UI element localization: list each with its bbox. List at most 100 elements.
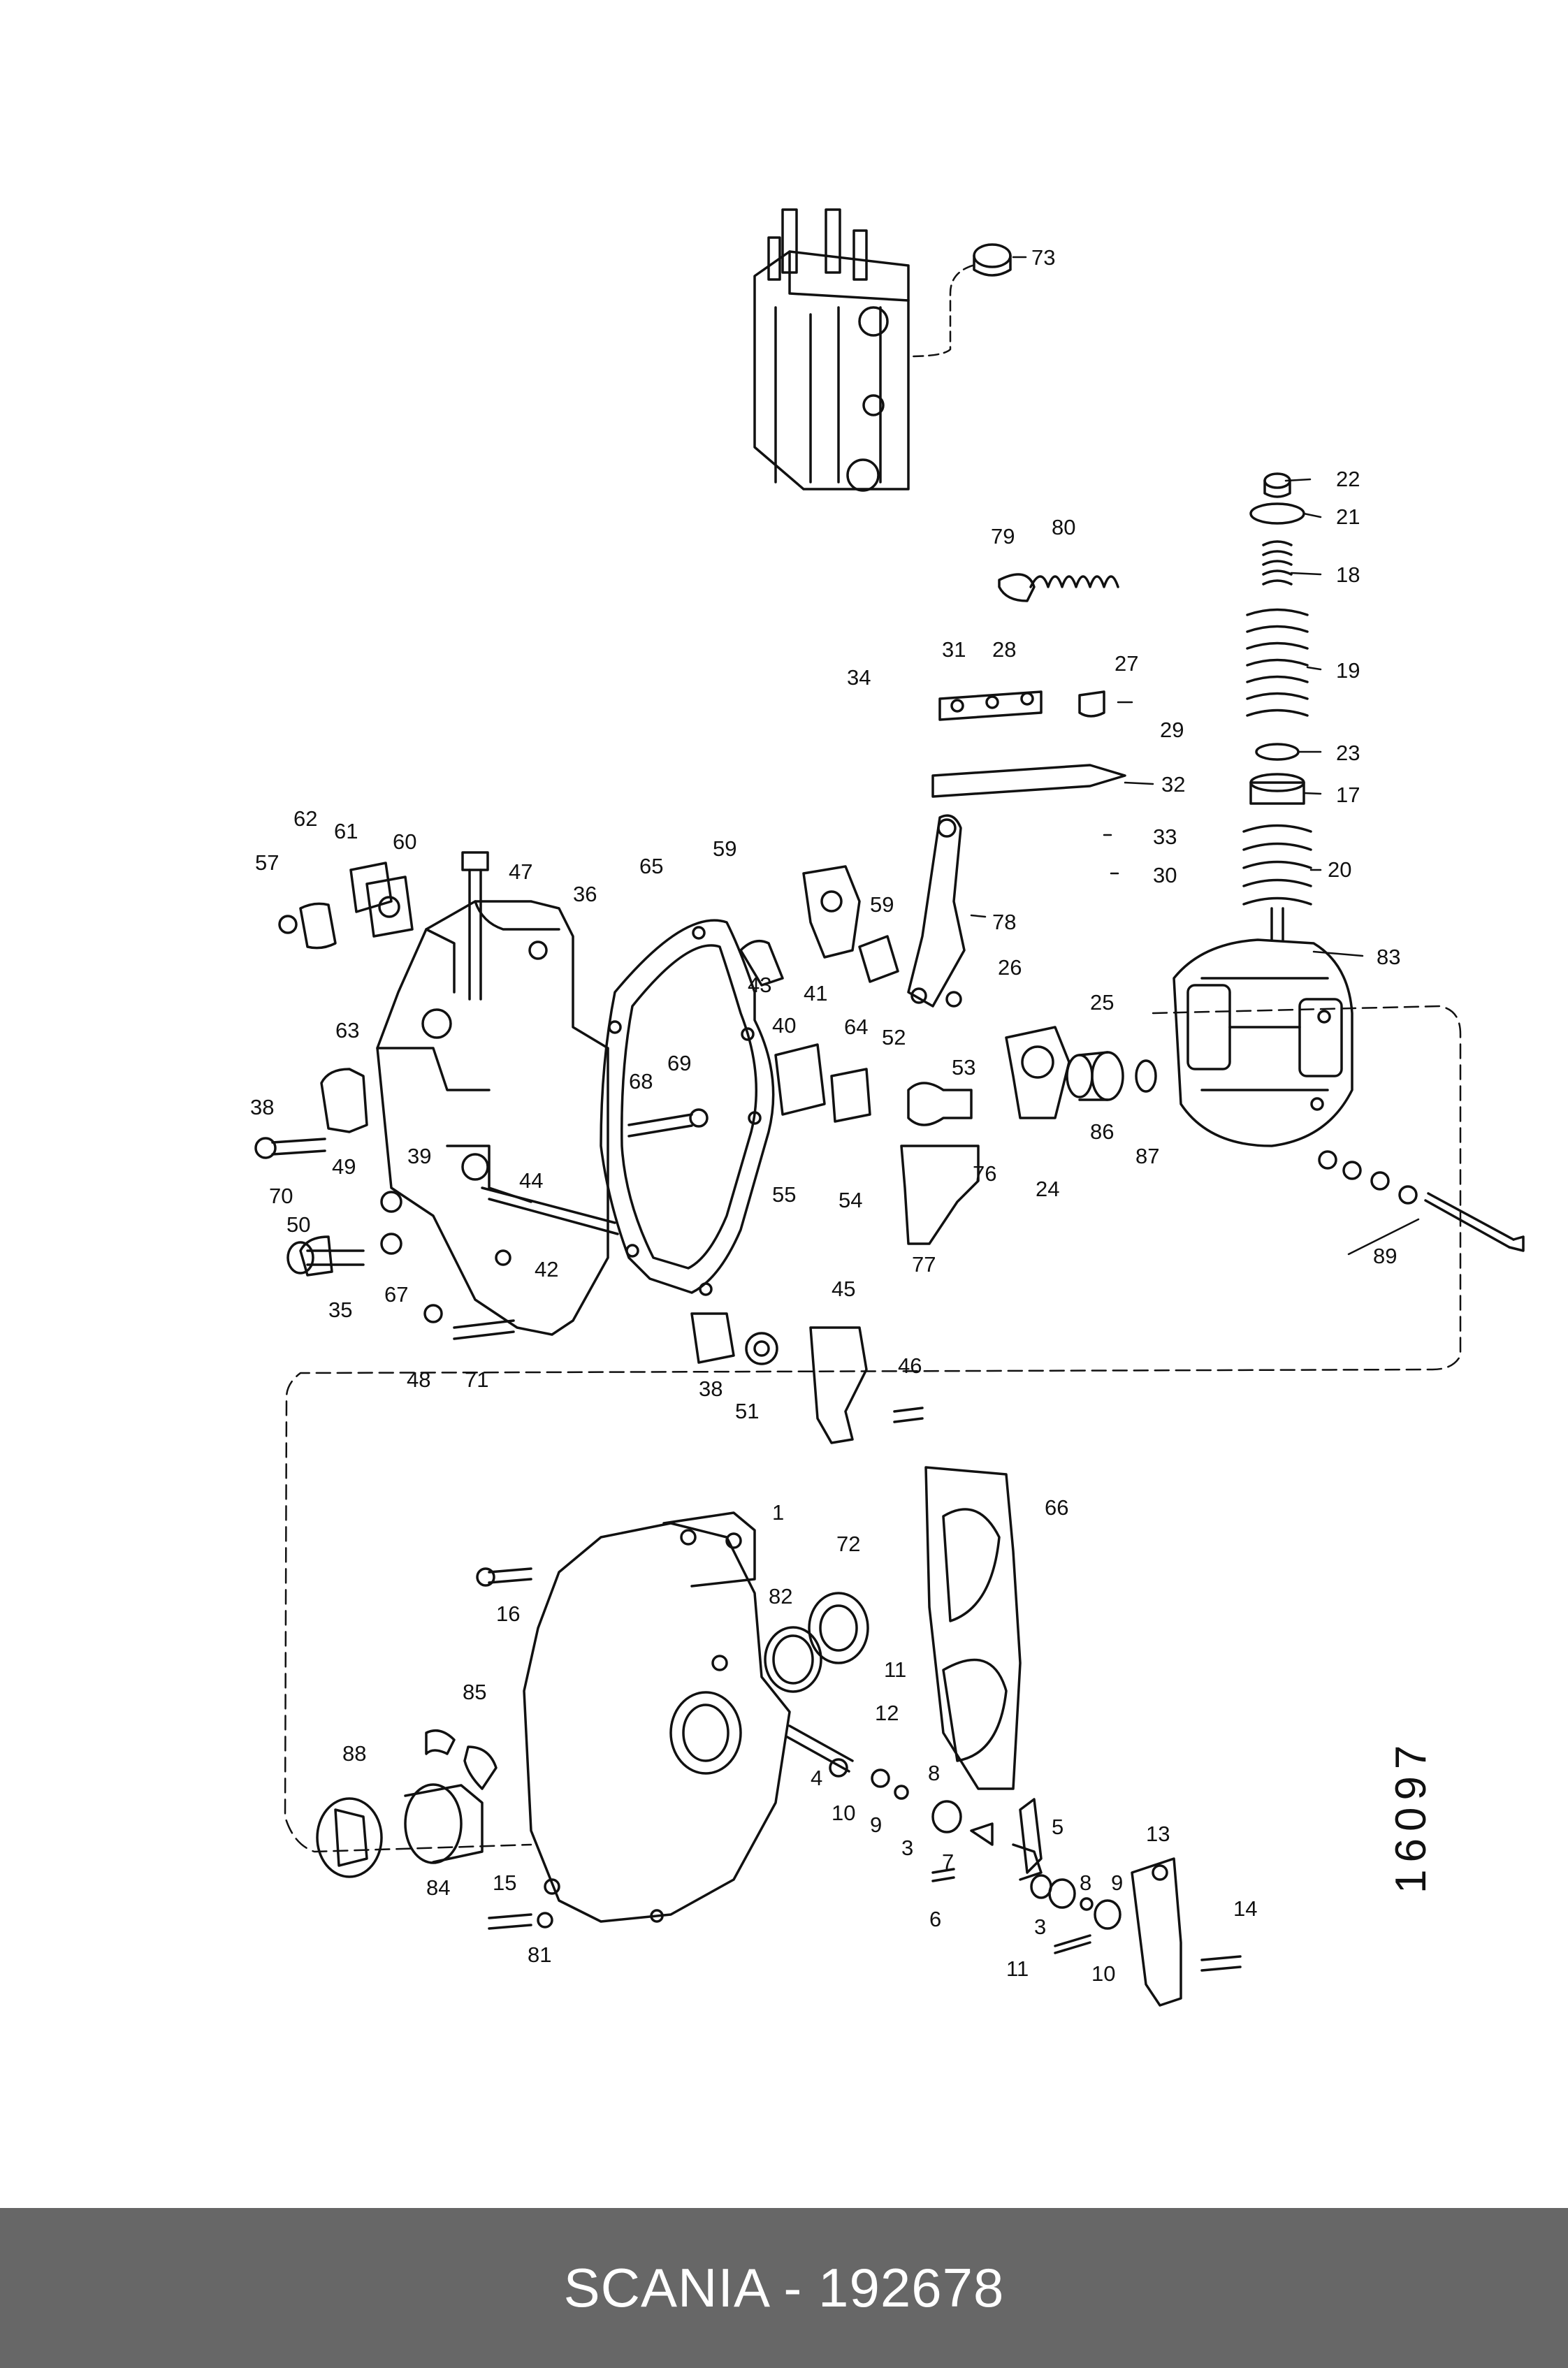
callout-7: 7: [942, 1850, 954, 1874]
callout-3b: 3: [1034, 1915, 1046, 1939]
callout-39: 39: [407, 1144, 431, 1168]
callout-44: 44: [519, 1168, 543, 1193]
callout-59a: 59: [713, 836, 736, 861]
callout-89: 89: [1373, 1244, 1397, 1268]
callout-3a: 3: [901, 1836, 913, 1860]
shaft-parts-drawing: [284, 1005, 1525, 1853]
callout-18: 18: [1336, 562, 1360, 587]
callout-17: 17: [1336, 783, 1360, 807]
cover-plates-drawing: [254, 851, 515, 1340]
callout-64: 64: [844, 1015, 868, 1039]
drawing-number: 16097: [1387, 1738, 1435, 1894]
callout-46: 46: [898, 1353, 922, 1378]
callout-54: 54: [839, 1188, 862, 1212]
callout-1: 1: [772, 1500, 784, 1525]
callout-87: 87: [1135, 1144, 1159, 1168]
coupling-drawing: [316, 1729, 498, 1878]
leader-lines: [970, 256, 1420, 1256]
callout-57: 57: [255, 850, 279, 875]
callout-42: 42: [535, 1257, 558, 1281]
callout-labels: 73 22 21 18 19 23 17 20 83 79 80 31 28 2…: [250, 245, 1400, 1986]
callout-33: 33: [1153, 825, 1177, 849]
governor-spring-stack-drawing: [1242, 472, 1312, 941]
callout-9a: 9: [870, 1813, 882, 1837]
callout-23: 23: [1336, 741, 1360, 765]
callout-27: 27: [1115, 651, 1138, 676]
callout-9b: 9: [1111, 1871, 1123, 1895]
linkage-drawing: [900, 573, 1126, 1245]
callout-41: 41: [804, 981, 827, 1005]
callout-36: 36: [573, 882, 597, 906]
callout-70: 70: [269, 1184, 293, 1208]
callout-24: 24: [1036, 1177, 1059, 1201]
callout-73: 73: [1031, 245, 1055, 270]
callout-65: 65: [639, 854, 663, 878]
callout-81: 81: [528, 1942, 551, 1967]
callout-11a: 11: [884, 1657, 906, 1682]
callout-84: 84: [426, 1875, 450, 1900]
callout-55: 55: [772, 1182, 796, 1207]
callout-80: 80: [1052, 515, 1075, 539]
callout-79: 79: [991, 524, 1015, 549]
callout-69: 69: [667, 1051, 691, 1075]
callout-85: 85: [463, 1680, 486, 1704]
callout-43: 43: [748, 973, 771, 997]
callout-15: 15: [493, 1871, 516, 1895]
callout-20: 20: [1328, 857, 1351, 882]
callout-61: 61: [334, 819, 358, 843]
front-case-drawing: [476, 1466, 1022, 1923]
footer-bar: SCANIA - 192678: [0, 2208, 1568, 2368]
callout-38a: 38: [250, 1095, 274, 1119]
callout-11b: 11: [1006, 1956, 1029, 1981]
callout-13: 13: [1146, 1822, 1170, 1846]
callout-67: 67: [384, 1282, 408, 1307]
callout-52: 52: [882, 1025, 906, 1049]
callout-48: 48: [407, 1367, 430, 1392]
callout-14: 14: [1233, 1896, 1257, 1921]
callout-62: 62: [293, 806, 317, 831]
callout-83: 83: [1377, 945, 1400, 969]
callout-63: 63: [335, 1018, 359, 1043]
callout-32: 32: [1161, 772, 1185, 797]
callout-5: 5: [1052, 1815, 1064, 1839]
callout-45: 45: [832, 1277, 855, 1301]
callout-34: 34: [847, 665, 871, 690]
callout-6: 6: [929, 1907, 941, 1931]
callout-31: 31: [942, 637, 966, 662]
callout-28: 28: [992, 637, 1016, 662]
callout-22: 22: [1336, 467, 1360, 491]
flyweight-assembly-drawing: [1173, 938, 1353, 1147]
pump-body-drawing: [753, 208, 1012, 492]
callout-88: 88: [342, 1741, 366, 1766]
callout-38b: 38: [699, 1377, 723, 1401]
callout-47: 47: [509, 859, 532, 884]
callout-26: 26: [998, 955, 1022, 980]
callout-12: 12: [875, 1701, 899, 1725]
callout-51: 51: [735, 1399, 759, 1423]
callout-40: 40: [772, 1013, 796, 1038]
callout-82: 82: [769, 1584, 792, 1608]
callout-86: 86: [1090, 1119, 1114, 1144]
callout-60: 60: [393, 829, 416, 854]
callout-25: 25: [1090, 990, 1114, 1015]
callout-21: 21: [1336, 504, 1360, 529]
callout-50: 50: [286, 1212, 310, 1237]
callout-29: 29: [1160, 718, 1184, 742]
exploded-parts-diagram: 73 22 21 18 19 23 17 20 83 79 80 31 28 2…: [250, 208, 1525, 2007]
stop-lever-drawing: [488, 1724, 1242, 2007]
callout-35: 35: [328, 1298, 352, 1322]
callout-53: 53: [952, 1055, 975, 1080]
callout-59b: 59: [870, 892, 894, 917]
callout-8a: 8: [928, 1761, 940, 1785]
governor-housing-drawing: [376, 900, 775, 1336]
footer-caption: SCANIA - 192678: [563, 2257, 1005, 2318]
callout-30: 30: [1153, 863, 1177, 887]
callout-16: 16: [496, 1601, 520, 1626]
callout-10a: 10: [832, 1801, 855, 1825]
callout-19: 19: [1336, 658, 1360, 683]
lower-linkage-drawing: [690, 865, 924, 1444]
callout-72: 72: [836, 1532, 860, 1556]
callout-10b: 10: [1091, 1961, 1115, 1986]
callout-68: 68: [629, 1069, 653, 1094]
callout-78: 78: [992, 910, 1016, 934]
